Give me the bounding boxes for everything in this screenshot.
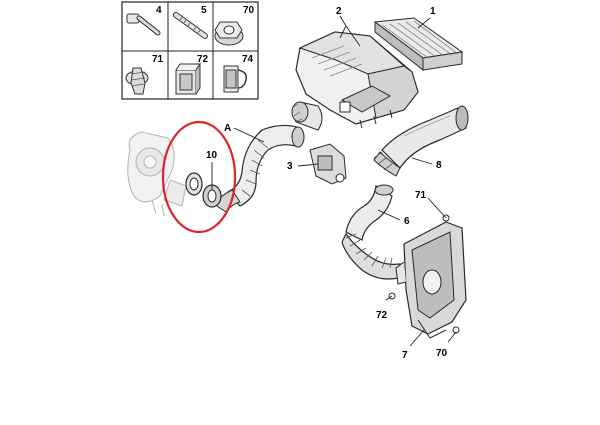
table-ref-4: 4 xyxy=(156,5,162,16)
table-ref-74: 74 xyxy=(242,54,254,65)
callout-70: 70 xyxy=(436,348,448,359)
flange-nut-icon xyxy=(214,21,244,46)
callout-7: 7 xyxy=(402,350,408,361)
table-ref-70: 70 xyxy=(243,5,255,16)
turbocharger xyxy=(127,131,187,217)
sensor-part xyxy=(309,143,347,185)
callout-8: 8 xyxy=(436,160,442,171)
leader-lines xyxy=(211,15,457,347)
callout-6: 6 xyxy=(404,216,410,227)
seal-part-10 xyxy=(185,172,222,208)
clip-icon xyxy=(175,62,201,95)
callout-71: 71 xyxy=(415,190,427,201)
callout-2: 2 xyxy=(336,6,342,17)
self-tapping-screw-icon xyxy=(125,67,149,95)
callout-10: 10 xyxy=(206,150,218,161)
callout-1: 1 xyxy=(430,6,436,17)
callouts: 1 2 A 3 8 10 71 6 72 7 70 xyxy=(206,6,448,361)
spring-clip-icon xyxy=(223,65,248,93)
stud-icon xyxy=(173,12,208,39)
air-filter-element xyxy=(373,17,464,72)
callout-3: 3 xyxy=(287,161,293,172)
callout-a: A xyxy=(224,123,231,134)
air-filter-housing xyxy=(291,31,419,131)
screw-icon xyxy=(126,13,161,36)
intake-duct xyxy=(373,105,469,177)
intercooler-part-7 xyxy=(388,214,467,339)
highlight-circle xyxy=(161,120,237,234)
hose-part-6 xyxy=(341,184,401,280)
table-ref-71: 71 xyxy=(152,54,164,65)
table-ref-72: 72 xyxy=(197,54,209,65)
fasteners-table: 4 5 70 71 72 74 xyxy=(121,1,259,100)
callout-72: 72 xyxy=(376,310,388,321)
table-ref-5: 5 xyxy=(201,5,207,16)
